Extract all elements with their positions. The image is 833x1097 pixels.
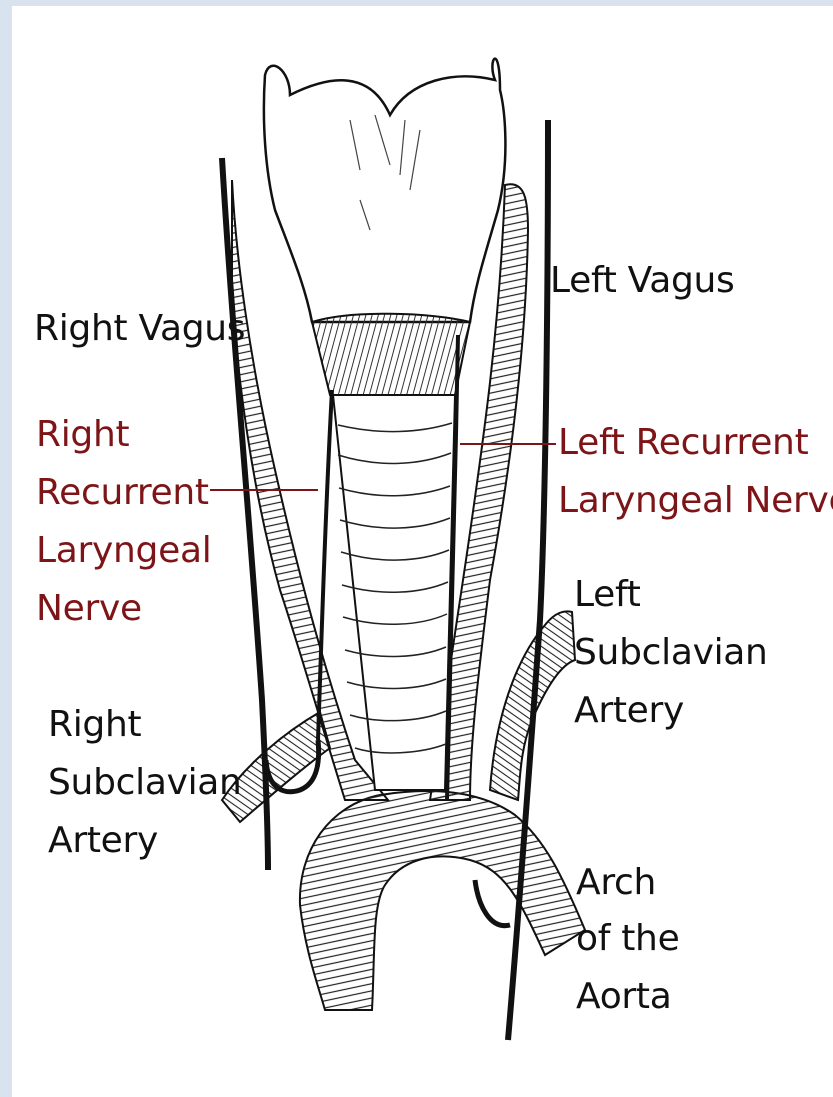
label-right-vagus: Right Vagus: [34, 304, 245, 354]
label-left-recurrent-line1: Left Recurrent: [558, 418, 808, 468]
label-right-subclavian-line3: Artery: [48, 816, 158, 866]
label-right-recurrent-line1: Right: [36, 410, 129, 460]
label-right-recurrent-line3: Laryngeal: [36, 526, 211, 576]
label-right-subclavian-line1: Right: [48, 700, 141, 750]
label-arch-line2: of the: [576, 914, 679, 964]
aortic-arch: [300, 791, 585, 1010]
thyroid-cartilage: [264, 59, 506, 322]
label-arch-line3: Aorta: [576, 972, 672, 1022]
label-left-recurrent-line2: Laryngeal Nerve: [558, 476, 833, 526]
label-left-subclavian-line2: Subclavian: [574, 628, 768, 678]
label-right-recurrent-line2: Recurrent: [36, 468, 209, 518]
label-left-vagus: Left Vagus: [550, 256, 735, 306]
label-right-subclavian-line2: Subclavian: [48, 758, 242, 808]
label-right-recurrent-line4: Nerve: [36, 584, 142, 634]
label-left-subclavian-line3: Artery: [574, 686, 684, 736]
label-arch-line1: Arch: [576, 858, 656, 908]
left-recurrent-loop: [475, 880, 510, 926]
cricoid-cartilage: [312, 314, 470, 405]
label-left-subclavian-line1: Left: [574, 570, 641, 620]
